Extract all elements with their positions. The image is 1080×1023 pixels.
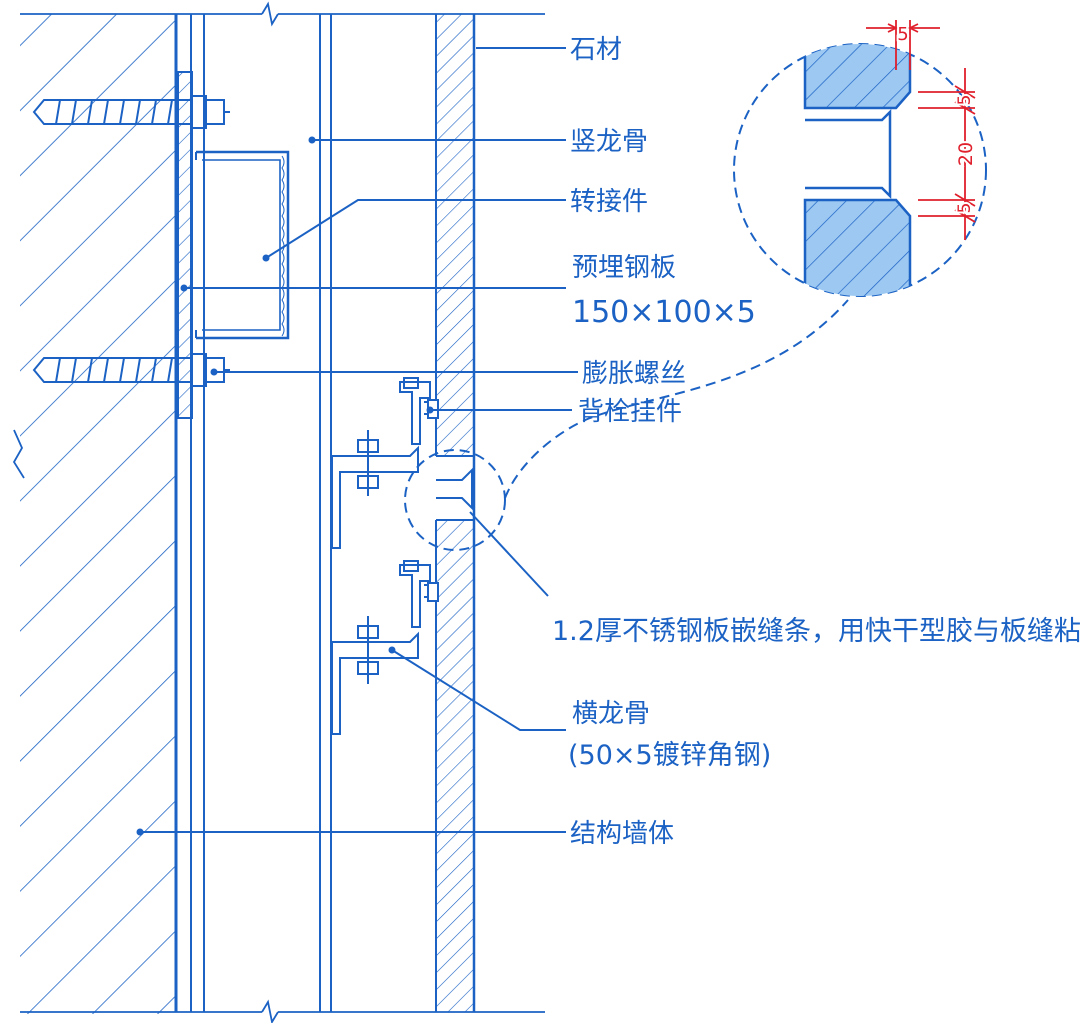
break-lines xyxy=(20,1,545,1023)
dimension-lines xyxy=(866,20,976,240)
expansion-bolt-lower xyxy=(32,353,230,387)
detail-callout-connector xyxy=(504,299,849,499)
horizontal-keel-lower xyxy=(331,616,419,735)
label-back-bolt-hanger: 背栓挂件 xyxy=(578,397,682,427)
detail-joint-strip xyxy=(805,108,892,200)
dim-joint-height: 20 xyxy=(955,142,977,166)
enlarged-joint-detail xyxy=(733,43,987,297)
label-horizontal-keel: 横龙骨 xyxy=(572,699,650,729)
label-embedded-plate-size: 150×100×5 xyxy=(572,295,756,330)
label-adapter: 转接件 xyxy=(570,187,648,217)
label-embedded-plate: 预埋钢板 xyxy=(572,253,676,283)
joint-strip xyxy=(436,467,473,511)
dim-upper-chamfer: 5 xyxy=(955,95,975,106)
stone-panel xyxy=(435,14,476,1012)
back-bolt-hanger-lower xyxy=(399,560,439,628)
leader-dots xyxy=(136,136,434,836)
label-vertical-keel: 竖龙骨 xyxy=(570,127,648,157)
label-structural-wall: 结构墙体 xyxy=(570,819,674,849)
structural-wall xyxy=(12,14,178,1014)
adapter-bracket xyxy=(195,150,290,340)
leader-lines xyxy=(140,47,578,833)
label-stone: 石材 xyxy=(570,35,622,65)
dim-lower-chamfer: 5 xyxy=(955,203,975,214)
horizontal-keel-upper xyxy=(331,430,419,549)
embedded-steel-plate xyxy=(177,71,193,419)
dim-top-gap: 5 xyxy=(897,24,908,45)
label-horizontal-keel-spec: (50×5镀锌角钢) xyxy=(568,740,771,771)
expansion-bolt-upper xyxy=(32,95,230,129)
detail-callout-circle xyxy=(404,449,506,551)
label-expansion-bolt: 膨胀螺丝 xyxy=(582,359,686,389)
vertical-keel xyxy=(190,14,332,1012)
label-joint-strip: 1.2厚不锈钢板嵌缝条，用快干型胶与板缝粘牢 xyxy=(552,616,1080,647)
